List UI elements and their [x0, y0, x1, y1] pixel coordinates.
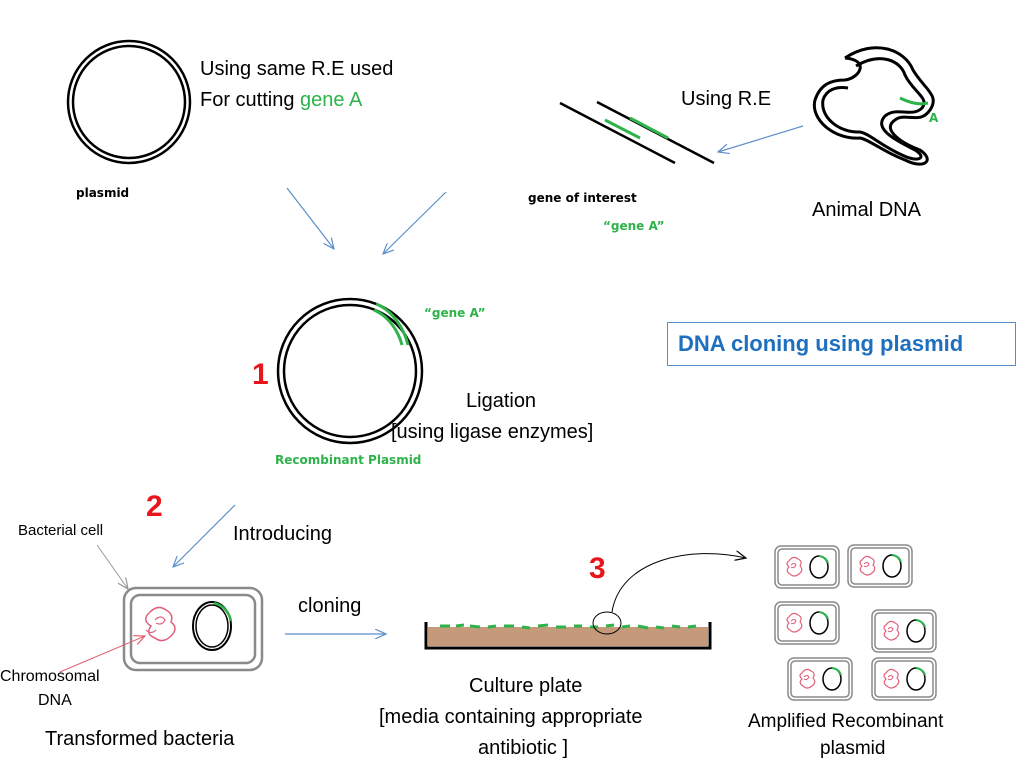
gene-of-interest-label: gene of interest	[528, 191, 637, 205]
cloning-label: cloning	[298, 595, 362, 617]
plasmid-label: plasmid	[76, 186, 130, 200]
chromosomal-label-line2: DNA	[38, 692, 72, 709]
re-line2-gene: gene A	[300, 89, 363, 111]
step-2: 2	[146, 490, 163, 523]
media-label-line1: [media containing appropriate	[379, 706, 643, 728]
chromosomal-label-line1: Chromosomal	[0, 668, 100, 685]
arrow-gene-to-ligation	[383, 191, 447, 254]
animal-dna-strand	[812, 46, 935, 166]
gene-a-recombinant-label: “gene A”	[424, 306, 486, 320]
recombinant-plasmid-ring	[276, 297, 424, 445]
amplified-label-line1: Amplified Recombinant	[748, 711, 944, 732]
re-line2: For cutting gene A	[200, 89, 362, 112]
introducing-label: Introducing	[233, 523, 332, 545]
ligase-label: [using ligase enzymes]	[391, 421, 594, 443]
amplified-label-line2: plasmid	[820, 738, 886, 759]
re-line1: Using same R.E used	[200, 58, 394, 80]
gene-a-marker: A	[929, 111, 939, 125]
plasmid-ring	[66, 39, 192, 165]
culture-plate-label: Culture plate	[469, 675, 583, 697]
bacterial-cell-label: Bacterial cell	[18, 522, 104, 539]
transformed-bacteria-label: Transformed bacteria	[45, 728, 235, 750]
using-re-label: Using R.E	[681, 88, 772, 110]
culture-plate	[424, 554, 746, 650]
recombinant-plasmid-label: Recombinant Plasmid	[275, 453, 422, 467]
gene-a-top-label: “gene A”	[603, 219, 665, 233]
transformed-bacterium	[122, 586, 264, 672]
arrow-chromosomal-dna	[59, 636, 145, 673]
re-line2-prefix: For cutting	[200, 89, 301, 111]
title-box: DNA cloning using plasmid	[667, 322, 1016, 366]
media-label-line2: antibiotic ]	[478, 737, 569, 759]
diagram-title: DNA cloning using plasmid	[678, 331, 964, 356]
amplified-colonies	[774, 544, 937, 701]
animal-dna-label: Animal DNA	[812, 199, 921, 221]
arrow-plasmid-to-ligation	[286, 187, 334, 249]
gene-fragment	[559, 100, 715, 165]
step-3: 3	[589, 552, 606, 585]
arrow-introducing	[173, 504, 236, 567]
arrow-bacterial-cell	[96, 544, 128, 589]
step-1: 1	[252, 358, 269, 391]
ligation-label: Ligation	[466, 390, 537, 412]
arrow-cut	[718, 125, 804, 152]
